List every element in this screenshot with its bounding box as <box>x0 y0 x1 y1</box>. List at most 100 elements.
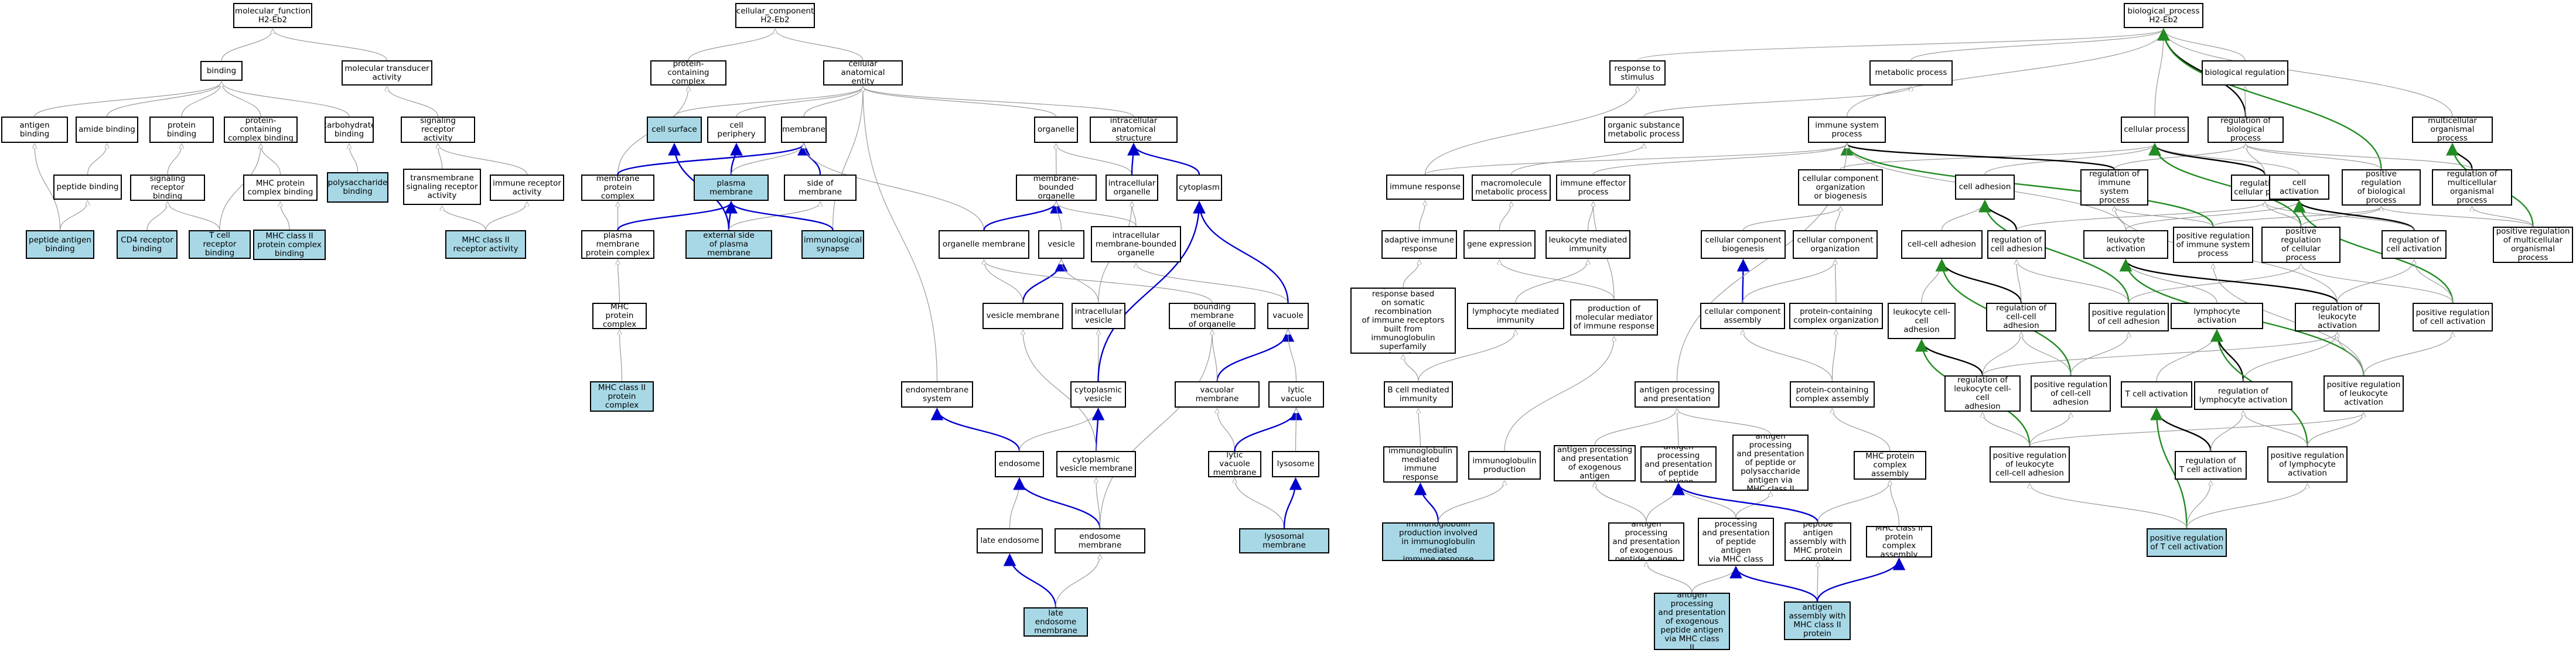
edge-cact-to-cp <box>2155 144 2300 175</box>
node-rtcact: regulation of T cell activation <box>2175 451 2247 480</box>
node-prlact: positive regulation of leukocyte activat… <box>2323 375 2404 412</box>
node-prmop: positive regulation of multicellular org… <box>2493 227 2573 263</box>
node-prccadh: positive regulation of cell-cell adhesio… <box>2031 375 2111 412</box>
edge-agb-to-binding <box>34 82 221 117</box>
edge-pepb-to-amb <box>87 144 107 175</box>
node-tcact: T cell activation <box>2121 381 2192 408</box>
edge-mmp-to-osmp <box>1510 144 1644 175</box>
node-pccb: protein-containing complex binding <box>224 117 298 143</box>
edge-prlact-to-prisp <box>2213 264 2365 376</box>
node-igprodinv: immunoglobulin production involved in im… <box>1382 522 1495 561</box>
node-lv: lytic vacuole <box>1268 381 1324 408</box>
edge-rcadh-to-rcp <box>2016 202 2265 231</box>
edge-ir-to-rts <box>1424 87 1638 175</box>
edge-em-to-bmo <box>1099 330 1213 529</box>
node-isp: immune system process <box>1808 117 1886 143</box>
node-isyn: immunological synapse <box>801 230 864 259</box>
node-em: endosome membrane <box>1055 528 1145 553</box>
node-cyto: cytoplasm <box>1176 175 1222 201</box>
edge-cv-to-cyto <box>1097 200 1206 382</box>
edge-mhc2ra-to-ira <box>485 202 527 231</box>
node-mhcpca: MHC protein complex assembly <box>1854 451 1926 480</box>
node-io: intracellular organelle <box>1106 175 1158 201</box>
edge-air-to-ir <box>1418 201 1425 231</box>
edge-rcp-to-cp <box>2148 142 2266 175</box>
node-bp: biological_process H2-Eb2 <box>2124 3 2203 28</box>
node-lcca: leukocyte cell-cell adhesion <box>1888 303 1956 339</box>
edge-cp-to-bp <box>2154 29 2164 117</box>
node-appepa: antigen processing and presentation of e… <box>1608 522 1684 561</box>
node-lymact: lymphocyte activation <box>2171 303 2263 329</box>
edge-osmp-to-mp <box>1643 87 1911 117</box>
edge-tcrb-to-pccb <box>219 144 261 231</box>
node-mhc2pca: MHC class II protein complex assembly <box>1866 526 1932 558</box>
edge-pccb-to-binding <box>221 82 261 117</box>
node-vesicle: vesicle <box>1038 230 1084 259</box>
edge-polyb-to-carb <box>349 144 359 173</box>
edge-io-to-organelle <box>1056 144 1132 175</box>
edge-lvm-to-lv <box>1234 407 1303 452</box>
edge-rlcca-to-rccadh <box>1982 333 2021 376</box>
edge-lem-to-em <box>1055 555 1100 608</box>
node-airsr: adaptive immune response based on somati… <box>1350 288 1456 354</box>
edge-cca-to-ccb <box>1736 258 1750 303</box>
node-prb: protein binding <box>149 117 214 143</box>
node-cca: cellular component assembly <box>1700 303 1785 329</box>
edge-rlcca-to-rlact <box>1982 333 2338 376</box>
edge-prmop-to-rmop <box>2472 207 2534 227</box>
edge-prlact-to-prcact <box>2363 333 2453 376</box>
edge-prtcact-to-prlcca <box>2030 484 2188 529</box>
edge-prbp-to-bp <box>2157 28 2382 170</box>
node-tcrb: T cell receptor binding <box>189 230 251 259</box>
edge-mpc-to-memb <box>617 142 810 175</box>
edge-sra-to-mta <box>387 87 439 117</box>
edge-prcp-to-prbp <box>2300 207 2381 227</box>
node-prlymact: positive regulation of lymphocyte activa… <box>2267 446 2348 483</box>
edge-isp-to-bp <box>1846 29 2164 117</box>
edge-vm-to-om <box>984 260 1023 303</box>
edge-prtcact-to-rtcact <box>2186 481 2211 529</box>
edge-pcca-to-pcco <box>1831 330 1837 382</box>
node-prcp: positive regulation of cellular process <box>2261 227 2340 263</box>
node-agb: antigen binding <box>1 117 68 143</box>
edge-pm-to-cperiph <box>730 142 743 175</box>
edge-appepamhc2-to-appepa <box>1646 562 1693 593</box>
edge-imbo-to-mbo <box>1056 202 1137 227</box>
edge-prcact-to-cact <box>2292 199 2454 303</box>
edge-ccob-to-cp <box>1840 144 2155 170</box>
edge-vacm-to-vacuole <box>1216 329 1295 382</box>
node-cact: cell activation <box>2269 175 2329 200</box>
node-mf: molecular_function H2-Eb2 <box>233 3 312 28</box>
edge-prcadh-to-prcp <box>2128 264 2301 303</box>
node-prcact: positive regulation of cell activation <box>2413 303 2493 331</box>
edge-rtcact-to-rlymact <box>2210 411 2244 452</box>
node-mbo: membrane-bounded organelle <box>1016 175 1097 201</box>
node-pamhc2: peptide antigen assembly with MHC class … <box>1784 601 1851 640</box>
edge-risp-to-rbp <box>2114 144 2246 170</box>
edge-appepa-to-apppa <box>1646 484 1678 523</box>
edge-pagb-to-pepb <box>59 201 88 231</box>
edge-cca-to-cco <box>1742 260 1835 303</box>
edge-mhcpc-to-pmpc <box>618 260 620 303</box>
edge-endo-to-ems <box>930 407 1021 452</box>
node-prlcca: positive regulation of leukocyte cell-ce… <box>1990 446 2070 483</box>
node-rlymact: regulation of lymphocyte activation <box>2194 381 2292 410</box>
edge-mhc2pca-to-mhcpca <box>1890 481 1900 526</box>
node-pamhc: peptide antigen assembly with MHC protei… <box>1785 522 1851 561</box>
edge-espm-to-som <box>728 202 820 231</box>
edge-pagb-to-agb <box>35 144 61 231</box>
edge-appepa-to-appea <box>1595 483 1647 523</box>
edge-ira-to-sra <box>438 144 528 175</box>
edge-rlymact-to-lymact <box>2210 329 2244 382</box>
edge-rtcact-to-tcact <box>2150 407 2212 452</box>
node-cp: cellular process <box>2121 117 2189 143</box>
node-lmi: leukocyte mediated immunity <box>1545 230 1630 259</box>
node-ems: endomembrane system <box>901 381 973 408</box>
edge-cae-to-cc <box>775 29 864 61</box>
edge-isyn-to-cae <box>832 87 864 231</box>
edge-iep-to-isp <box>1592 144 1847 175</box>
edge-iv-to-vesicle <box>1062 260 1099 303</box>
edge-lysom-to-lyso <box>1283 477 1302 529</box>
edge-prcact-to-prcp <box>2301 264 2454 303</box>
